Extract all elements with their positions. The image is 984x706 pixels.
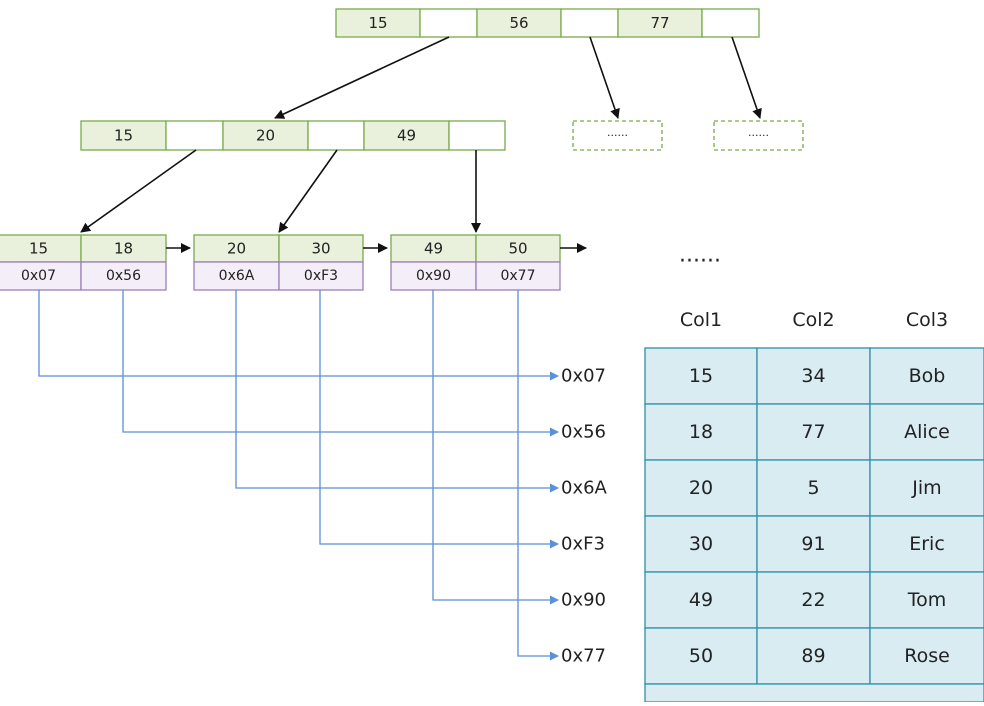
leaf-key: 49	[424, 240, 443, 258]
leaf-key: 15	[29, 240, 48, 258]
leaf-address-cell	[390, 261, 477, 291]
leaf-address: 0x56	[106, 268, 141, 284]
table-cell-value: 18	[689, 421, 713, 443]
leaf-address: 0x90	[416, 268, 451, 284]
placeholder-node	[572, 120, 663, 151]
leaf-address: 0x07	[21, 268, 56, 284]
pointer-line	[235, 290, 559, 493]
table-partial-row	[644, 683, 984, 703]
node-pointer-cell	[448, 120, 506, 151]
address-label: 0x6A	[561, 478, 608, 499]
leaf-ellipsis: ......	[679, 243, 721, 268]
table-cell-value: Eric	[909, 533, 945, 555]
table-cell-value: 34	[801, 365, 825, 387]
table-cell	[644, 347, 758, 405]
address-label: 0x56	[561, 422, 606, 443]
table-cell-value: 77	[801, 421, 825, 443]
pointer-line	[432, 290, 559, 605]
table-cell	[869, 459, 984, 517]
leaf-key-cell	[390, 234, 477, 263]
table-cell-value: 5	[807, 477, 819, 499]
table-cell	[756, 515, 871, 573]
table-cell-value: 50	[689, 645, 713, 667]
table-cell	[644, 515, 758, 573]
address-label: 0xF3	[561, 534, 605, 555]
table-header: Col3	[906, 309, 948, 331]
node-key: 49	[397, 127, 416, 145]
root-pointer-cell	[560, 8, 619, 38]
root-key-cell	[335, 8, 421, 38]
root-key-cell	[476, 8, 562, 38]
table-cell-value: Bob	[909, 365, 946, 387]
pointer-line	[517, 290, 559, 661]
leaf-address-cell	[278, 261, 364, 291]
leaf-key: 50	[508, 240, 527, 258]
leaf-key-cell	[278, 234, 364, 263]
root-key-cell	[617, 8, 703, 38]
leaf-address-cell	[80, 261, 167, 291]
table-cell	[869, 571, 984, 629]
placeholder-node	[713, 120, 804, 151]
node-key: 20	[256, 127, 275, 145]
leaf-address: 0xF3	[304, 268, 338, 284]
root-key: 77	[650, 14, 669, 32]
table-cell	[756, 403, 871, 461]
table-cell	[756, 347, 871, 405]
pointer-line	[38, 290, 559, 381]
table-cell-value: Alice	[904, 421, 950, 443]
address-label: 0x90	[561, 590, 606, 611]
pointer-line	[319, 290, 559, 549]
tree-arrow	[589, 36, 620, 119]
leaf-key: 30	[311, 240, 330, 258]
tree-arrow	[274, 36, 450, 119]
leaf-address-cell	[0, 261, 82, 291]
leaf-address-cell	[193, 261, 280, 291]
table-cell	[869, 403, 984, 461]
table-cell-value: 20	[689, 477, 713, 499]
address-label: 0x07	[561, 366, 606, 387]
table-cell	[869, 347, 984, 405]
leaf-address: 0x6A	[219, 268, 255, 284]
table-cell-value: Jim	[911, 477, 941, 499]
leaf-key: 18	[114, 240, 133, 258]
table-cell	[644, 459, 758, 517]
tree-arrow	[278, 149, 338, 233]
table-cell-value: 30	[689, 533, 713, 555]
tree-arrow	[80, 149, 197, 233]
node-key-cell	[363, 120, 450, 151]
leaf-key-cell	[475, 234, 561, 263]
table-cell	[869, 515, 984, 573]
node-key: 15	[114, 127, 133, 145]
root-key: 56	[509, 14, 528, 32]
table-cell	[644, 403, 758, 461]
node-pointer-cell	[165, 120, 224, 151]
placeholder-ellipsis: ......	[607, 126, 628, 139]
table-cell-value: 49	[689, 589, 713, 611]
table-cell-value: Tom	[907, 589, 947, 611]
node-key-cell	[222, 120, 309, 151]
leaf-key: 20	[227, 240, 246, 258]
table-cell	[644, 627, 758, 685]
table-header: Col2	[792, 309, 834, 331]
tree-arrow	[731, 36, 762, 119]
table-cell-value: 91	[801, 533, 825, 555]
address-label: 0x77	[561, 646, 606, 667]
pointer-line	[122, 290, 559, 437]
root-pointer-cell	[419, 8, 478, 38]
leaf-address: 0x77	[500, 268, 535, 284]
table-cell-value: 89	[801, 645, 825, 667]
table-cell-value: 15	[689, 365, 713, 387]
table-cell-value: Rose	[904, 645, 950, 667]
root-key: 15	[368, 14, 387, 32]
leaf-address-cell	[475, 261, 561, 291]
node-pointer-cell	[307, 120, 365, 151]
table-header: Col1	[680, 309, 722, 331]
root-pointer-cell	[701, 8, 760, 38]
placeholder-ellipsis: ......	[748, 126, 769, 139]
table-cell-value: 22	[801, 589, 825, 611]
